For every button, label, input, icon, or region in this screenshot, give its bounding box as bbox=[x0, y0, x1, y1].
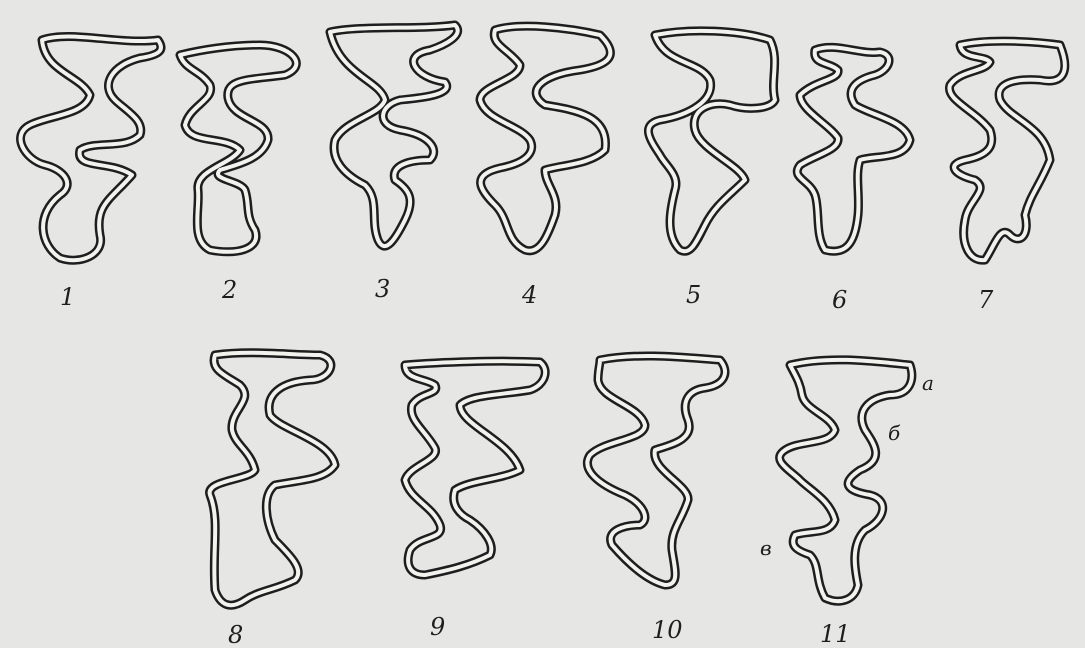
label-3: 3 bbox=[375, 275, 390, 303]
shape-8 bbox=[210, 353, 335, 605]
shape-10 bbox=[587, 356, 725, 585]
label-10: 10 bbox=[652, 616, 683, 644]
annotation-a: а bbox=[922, 371, 934, 395]
annotation-v: в bbox=[760, 536, 772, 560]
shape-11 bbox=[780, 360, 912, 601]
label-8: 8 bbox=[228, 621, 243, 648]
label-2: 2 bbox=[221, 276, 237, 304]
label-4: 4 bbox=[521, 281, 537, 309]
shape-7 bbox=[949, 41, 1064, 260]
label-6: 6 bbox=[832, 286, 847, 314]
label-5: 5 bbox=[686, 281, 701, 309]
label-9: 9 bbox=[430, 613, 445, 641]
shape-3 bbox=[330, 25, 458, 246]
shape-6 bbox=[797, 47, 910, 251]
shape-4 bbox=[480, 26, 610, 251]
annotation-b: б bbox=[888, 421, 901, 445]
shape-2 bbox=[180, 45, 296, 252]
label-7: 7 bbox=[978, 286, 994, 314]
shape-5 bbox=[648, 31, 775, 251]
label-11: 11 bbox=[820, 620, 851, 648]
shape-1 bbox=[21, 36, 161, 260]
shape-9 bbox=[405, 361, 545, 575]
label-1: 1 bbox=[60, 283, 75, 311]
